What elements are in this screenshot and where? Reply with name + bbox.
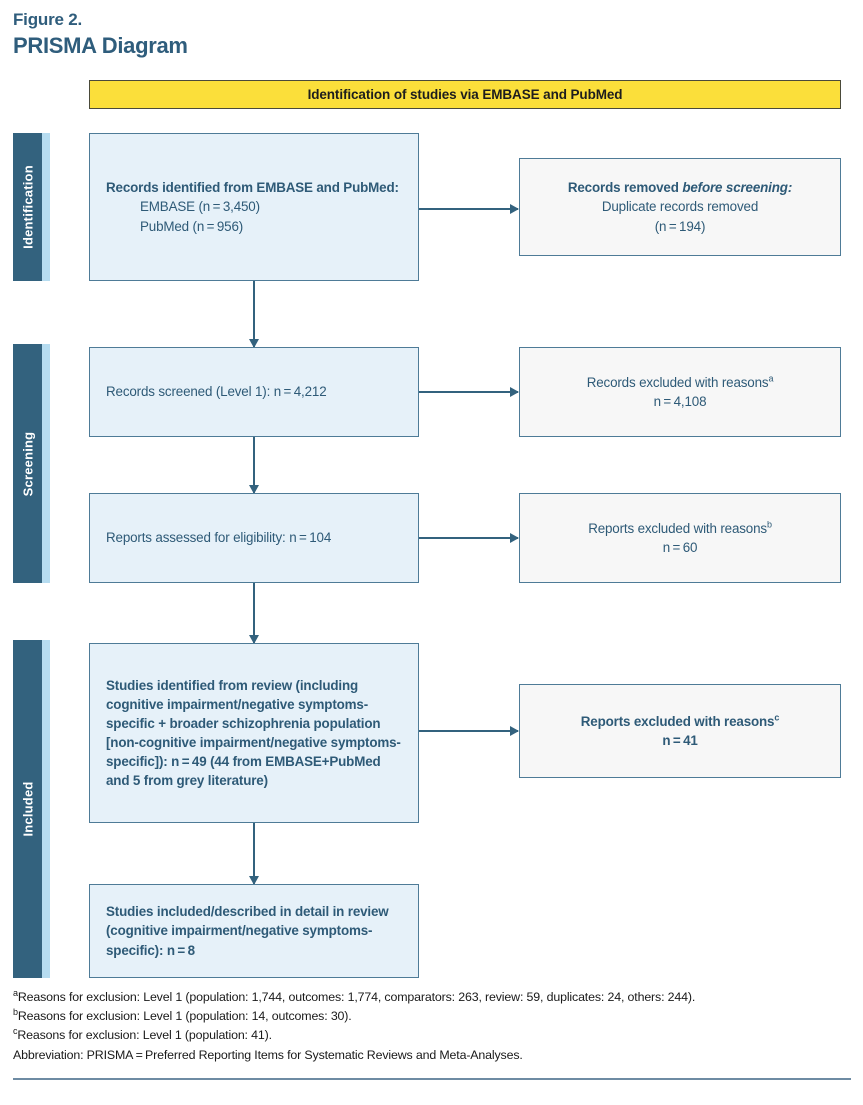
box-records-removed-line2: Duplicate records removed [601,199,759,215]
footnote-b-text: Reasons for exclusion: Level 1 (populati… [17,1009,352,1024]
arrow-assessed-to-excluded [419,537,518,539]
stage-bar-included: Included [13,640,50,978]
footnote-a: aReasons for exclusion: Level 1 (populat… [13,988,851,1007]
footnote-c: cReasons for exclusion: Level 1 (populat… [13,1026,851,1045]
arrow-screened-to-assessed [253,437,255,493]
abbreviation-note: Abbreviation: PRISMA = Preferred Reporti… [13,1047,523,1062]
box-records-excluded-line1: Records excluded with reasonsa [587,373,774,392]
box-records-removed-heading-italic: before screening: [682,180,793,196]
stage-label-identification: Identification [20,165,35,249]
box-reports-excluded-b-label: Reports excluded with reasons [588,520,767,536]
footnote-b-marker: b [13,1007,18,1018]
box-reports-assessed: Reports assessed for eligibility: n = 10… [89,493,419,583]
footnote-a-marker: a [13,987,18,998]
box-reports-excluded-c-label: Reports excluded with reasons [580,713,775,729]
box-reports-excluded-b-line1: Reports excluded with reasonsb [588,519,772,538]
footnote-marker-b: b [766,519,772,530]
arrow-identified-to-screened [253,281,255,347]
box-records-identified-item-pubmed: PubMed (n = 956) [140,218,244,234]
footnote-c-text: Reasons for exclusion: Level 1 (populati… [17,1028,272,1043]
box-reports-excluded-c-line2: n = 41 [662,733,698,748]
footnote-b: bReasons for exclusion: Level 1 (populat… [13,1007,851,1026]
box-records-identified-item-embase: EMBASE (n = 3,450) [140,199,260,215]
box-records-identified-title: Records identified from EMBASE and PubMe… [106,180,399,196]
box-reports-excluded-b: Reports excluded with reasonsb n = 60 [519,493,841,583]
footnote-marker-a: a [768,373,774,384]
box-records-identified: Records identified from EMBASE and PubMe… [89,133,419,281]
box-studies-included-text: Studies included/described in detail in … [106,904,389,958]
box-reports-excluded-b-line2: n = 60 [662,540,698,555]
box-reports-assessed-text: Reports assessed for eligibility: n = 10… [106,530,332,546]
box-studies-identified-text: Studies identified from review (includin… [106,677,401,789]
arrow-assessed-to-studies-identified [253,583,255,643]
box-records-excluded-label: Records excluded with reasons [586,374,769,390]
footnote-a-text: Reasons for exclusion: Level 1 (populati… [17,990,696,1004]
arrow-identified-to-removed [419,208,518,210]
footnotes: aReasons for exclusion: Level 1 (populat… [13,988,851,1065]
footnote-c-marker: c [13,1026,18,1037]
bottom-rule [13,1078,851,1080]
box-records-removed-line3: (n = 194) [654,218,706,234]
stage-bar-identification: Identification [13,133,50,281]
box-studies-included: Studies included/described in detail in … [89,884,419,978]
stage-bar-screening: Screening [13,344,50,583]
box-reports-excluded-c-line1: Reports excluded with reasonsc [580,712,780,731]
box-studies-identified: Studies identified from review (includin… [89,643,419,823]
box-records-removed: Records removed before screening: Duplic… [519,158,841,256]
identification-banner-label: Identification of studies via EMBASE and… [307,87,623,102]
identification-banner: Identification of studies via EMBASE and… [89,80,841,109]
figure-label: Figure 2. [13,10,83,29]
arrow-studies-identified-to-excluded [419,730,518,732]
box-reports-excluded-c: Reports excluded with reasonsc n = 41 [519,684,841,778]
box-records-screened-text: Records screened (Level 1): n = 4,212 [106,384,327,400]
box-records-removed-heading-bold: Records removed [567,180,683,196]
arrow-screened-to-excluded [419,391,518,393]
stage-label-included: Included [20,781,35,837]
stage-label-screening: Screening [20,431,35,496]
box-records-excluded: Records excluded with reasonsa n = 4,108 [519,347,841,437]
page-title: PRISMA Diagram [13,33,188,58]
box-records-removed-heading: Records removed before screening: [568,178,792,197]
box-records-screened: Records screened (Level 1): n = 4,212 [89,347,419,437]
box-records-excluded-line2: n = 4,108 [653,394,707,409]
arrow-studies-identified-to-included [253,823,255,884]
footnote-marker-c: c [774,712,780,723]
